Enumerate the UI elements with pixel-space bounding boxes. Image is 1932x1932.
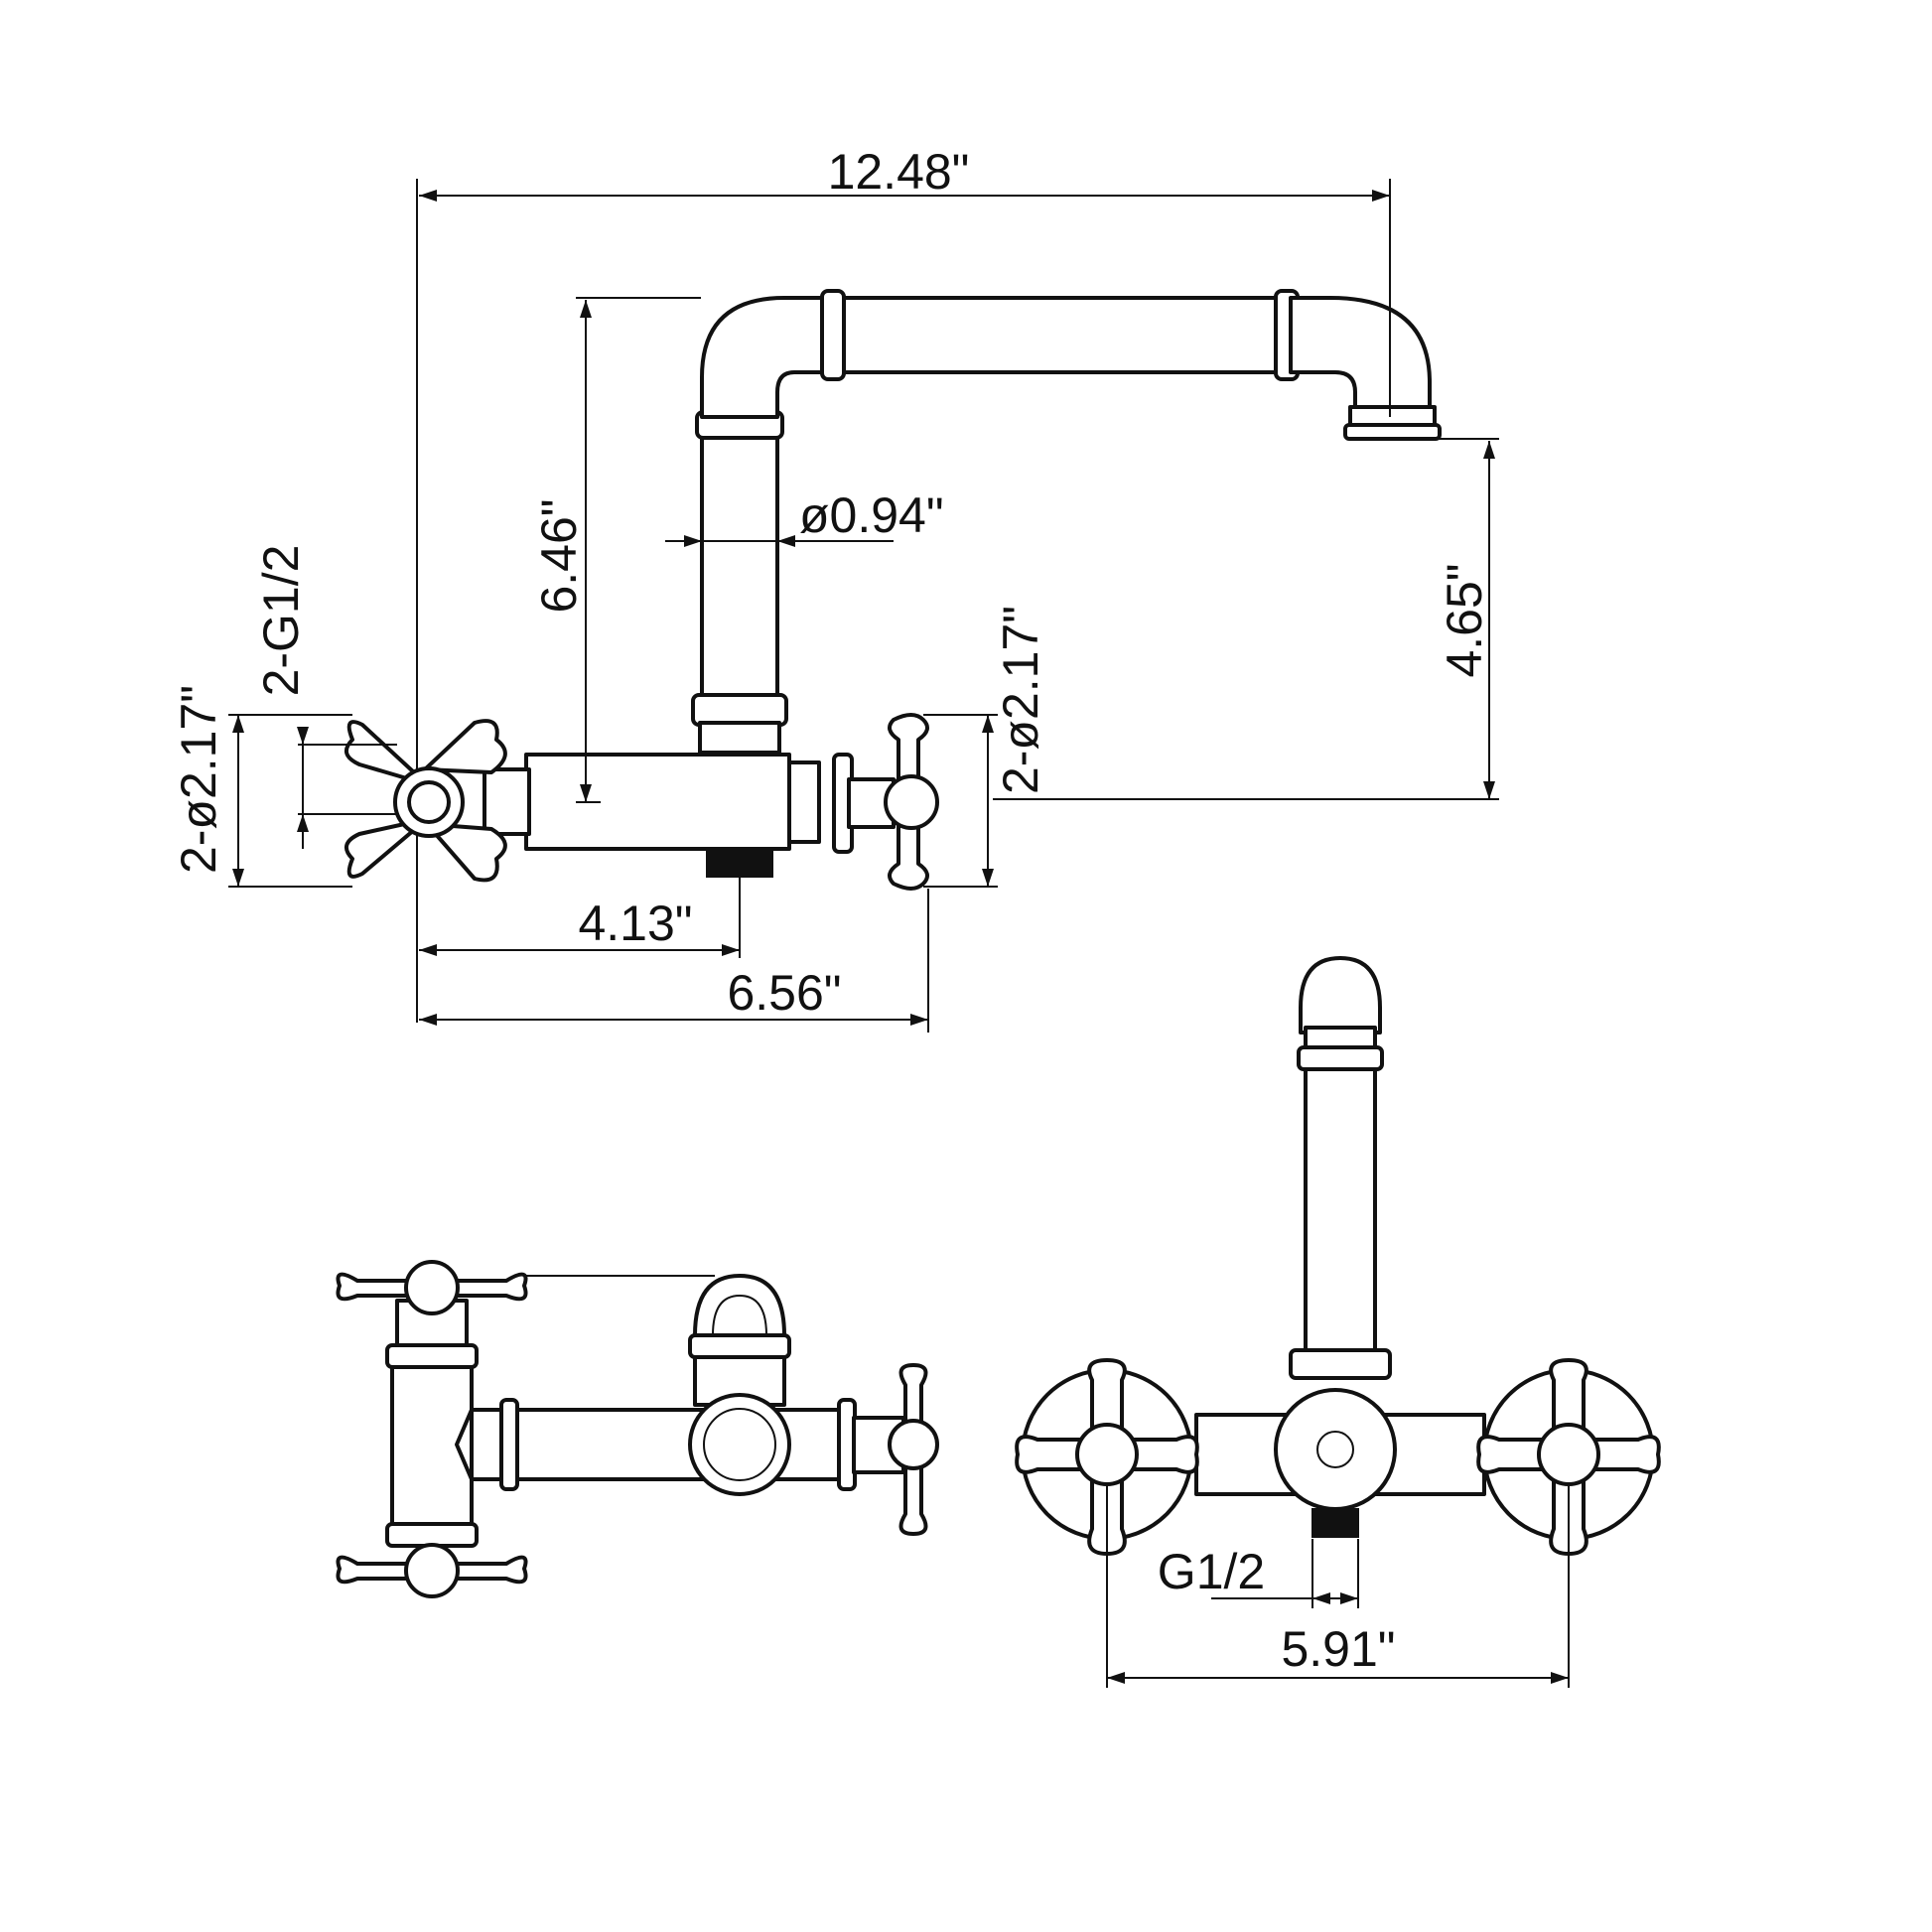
dim-wall-to-handle: 6.56" [727,965,841,1021]
upper-handle-left-lever [336,1272,409,1302]
valve-body-end-cap [787,760,821,844]
spout-rear-collar [820,289,846,381]
arrow-spout-height-top [580,300,592,318]
arrow-spacing-right [1551,1672,1569,1684]
top-view-handle-lower [336,1543,528,1598]
arrow-total-reach-right [1372,190,1390,202]
handle-lever-bottom-left [344,817,429,879]
handle-lever-down [888,822,929,891]
left-handle-lever-right [1130,1435,1199,1474]
top-view-body-ring-bottom [385,1522,479,1548]
top-view-body-ring-top [385,1343,479,1369]
arrow-outlet-thread-left [1312,1592,1330,1604]
top-view-spout-loop-inner [712,1294,767,1336]
handle-hub-cap [407,780,451,824]
handle-lever-up [888,713,929,781]
spout-horizontal-pipe [822,296,1293,374]
arrow-outlet-thread-right [1340,1592,1358,1604]
arrow-clearance-bottom [1483,781,1495,799]
arrow-diameter-left [684,535,702,547]
dim-total-reach: 12.48" [828,144,970,200]
arrow-thread-top [297,727,309,745]
dim-spout-diameter: ø0.94" [799,487,944,543]
left-handle-lever-left [1015,1435,1084,1474]
handle-side-hub [884,774,939,830]
right-handle-lever-right [1591,1435,1661,1474]
lower-handle-right-lever [455,1555,528,1585]
wall-connector-nut [483,767,531,836]
handle-lever-top-left [344,720,429,786]
handle-lever-top-right [423,719,507,774]
front-view-outlet-thread [1311,1508,1359,1538]
arrow-handle-left-bottom [232,869,244,887]
arrow-handle-right-bottom [982,869,994,887]
top-view [336,1260,939,1598]
side-handle-up-lever [898,1363,928,1427]
top-view-spout-collar [688,1333,791,1359]
front-view-swivel-center [1316,1431,1354,1468]
left-cross-handle-side [344,719,507,883]
spout-aerator [1343,423,1442,441]
front-view: G1/2 5.91" [1015,956,1661,1688]
side-handle-down-lever [898,1462,928,1536]
handle-lever-bottom-right [425,822,507,883]
arrow-handle-reach-left [419,1014,437,1026]
side-view: 12.48" 6.46" ø0.94" 4.65" 2-ø2.17" [171,144,1499,1033]
left-handle-hub [1075,1423,1139,1486]
dim-spout-height: 6.46" [531,498,587,613]
side-handle-hub [888,1419,939,1470]
dim-handle-spacing: 5.91" [1281,1621,1395,1677]
front-view-spout-top [1299,956,1382,1035]
riser-swivel-nut [698,721,781,755]
upper-handle-hub [404,1260,460,1315]
upper-handle-right-lever [455,1272,528,1302]
dim-spout-clearance: 4.65" [1437,563,1492,677]
front-view-riser [1304,1026,1377,1357]
arrow-spout-height-bottom [580,784,592,802]
valve-body [524,753,791,851]
spout-riser [700,415,779,707]
right-handle-lever-left [1476,1435,1546,1474]
front-view-riser-base [1289,1348,1392,1380]
top-view-swivel-inner [703,1408,776,1481]
top-view-main-pipe [470,1408,851,1481]
lower-handle-hub [404,1543,460,1598]
top-view-pipe-ring [499,1398,519,1491]
arrow-clearance-top [1483,441,1495,459]
riser-base-collar [691,693,788,727]
dim-handle-diameter-right: 2-ø2.17" [993,606,1048,794]
right-handle-lever-up [1549,1358,1588,1432]
right-cross-handle-side [884,713,939,891]
front-view-riser-collar [1297,1045,1384,1071]
arrow-outlet-right [722,944,740,956]
arrow-handle-right-top [982,715,994,733]
spout-rear-elbow [700,296,831,419]
dim-wall-to-outlet: 4.13" [578,896,692,951]
front-view-handle-left [1015,1358,1199,1556]
top-view-handle-side [888,1363,939,1536]
arrow-thread-bottom [297,814,309,832]
arrow-handle-reach-right [910,1014,928,1026]
arrow-diameter-right [777,535,795,547]
arrow-outlet-left [419,944,437,956]
top-view-handle-upper [336,1260,528,1315]
dim-outlet-thread: G1/2 [1158,1544,1265,1599]
dim-inlet-thread-side: 2-G1/2 [253,545,309,697]
arrow-total-reach-left [419,190,437,202]
dim-handle-diameter-left: 2-ø2.17" [171,685,226,874]
arrow-handle-left-top [232,715,244,733]
arrow-spacing-left [1107,1672,1125,1684]
lower-handle-left-lever [336,1555,409,1585]
front-view-swivel-nut [1274,1388,1397,1511]
spout-front-elbow [1289,296,1432,424]
right-handle-hub [1537,1423,1600,1486]
left-handle-lever-up [1087,1358,1127,1432]
